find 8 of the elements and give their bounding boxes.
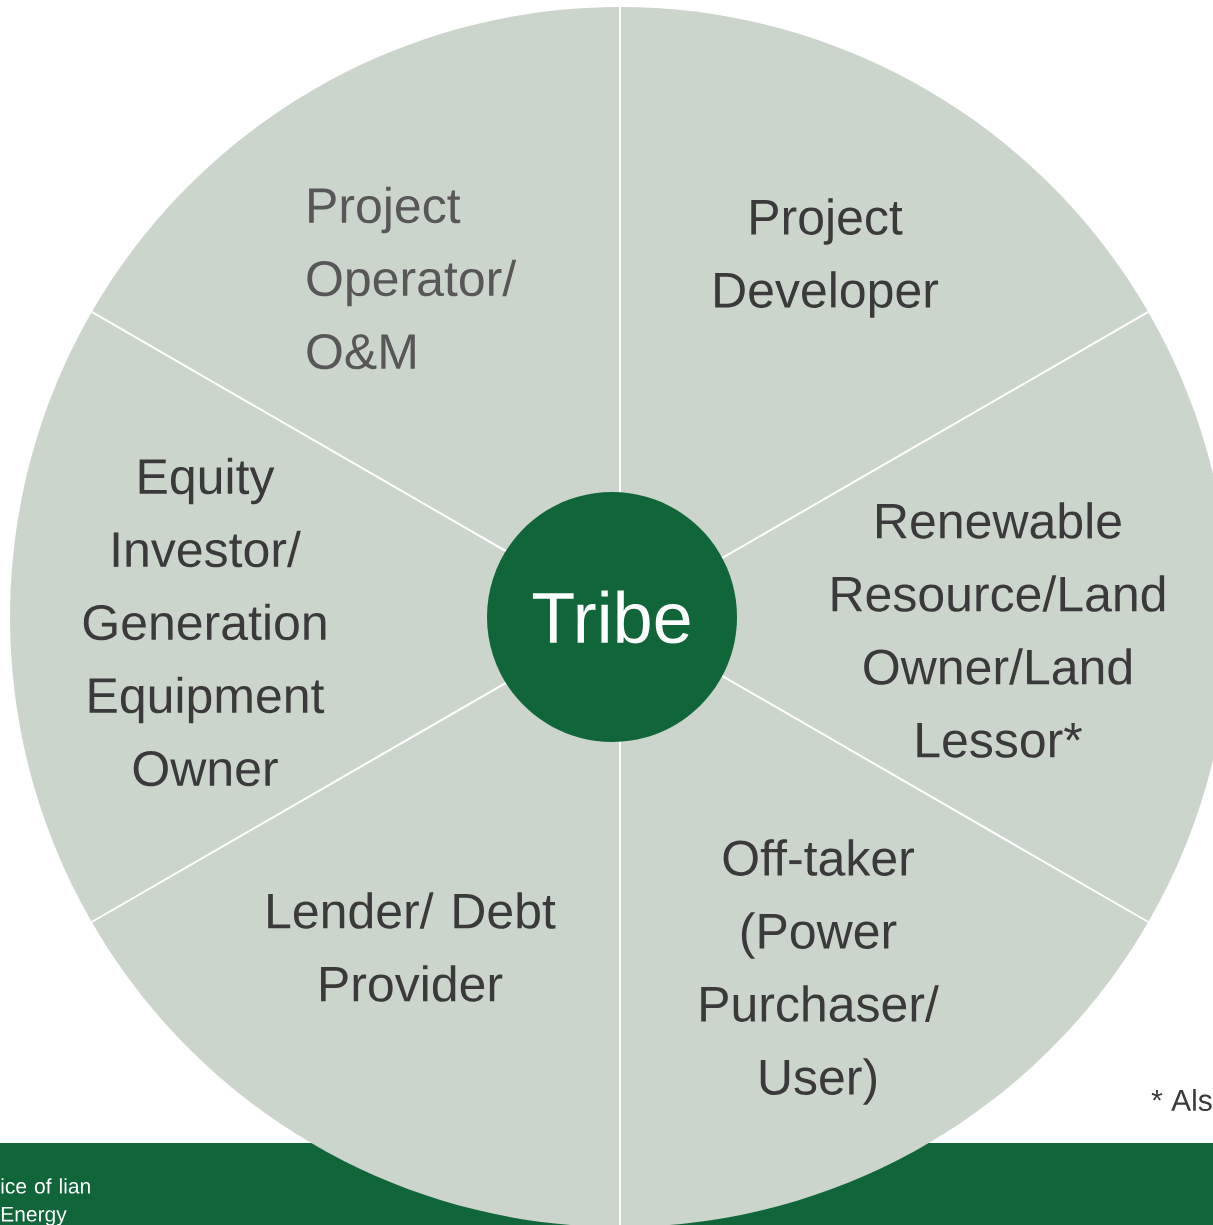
sector-label: Project Operator/ O&M [307, 186, 517, 370]
sector-label: Off-taker (Power Purchaser/ User) [701, 839, 939, 1105]
footer-text: ice of lian Energy [1, 1178, 90, 1225]
sector-label: Project Developer [715, 198, 939, 318]
sector-label: Renewable Resource/Land Owner/Land Lessor* [832, 502, 1165, 758]
sector-label: Equity Investor/ Generation Equipment Owner [83, 457, 326, 787]
footnote: * Als [1151, 1089, 1212, 1111]
sector-label: Lender/ Debt Provider [268, 892, 556, 1002]
